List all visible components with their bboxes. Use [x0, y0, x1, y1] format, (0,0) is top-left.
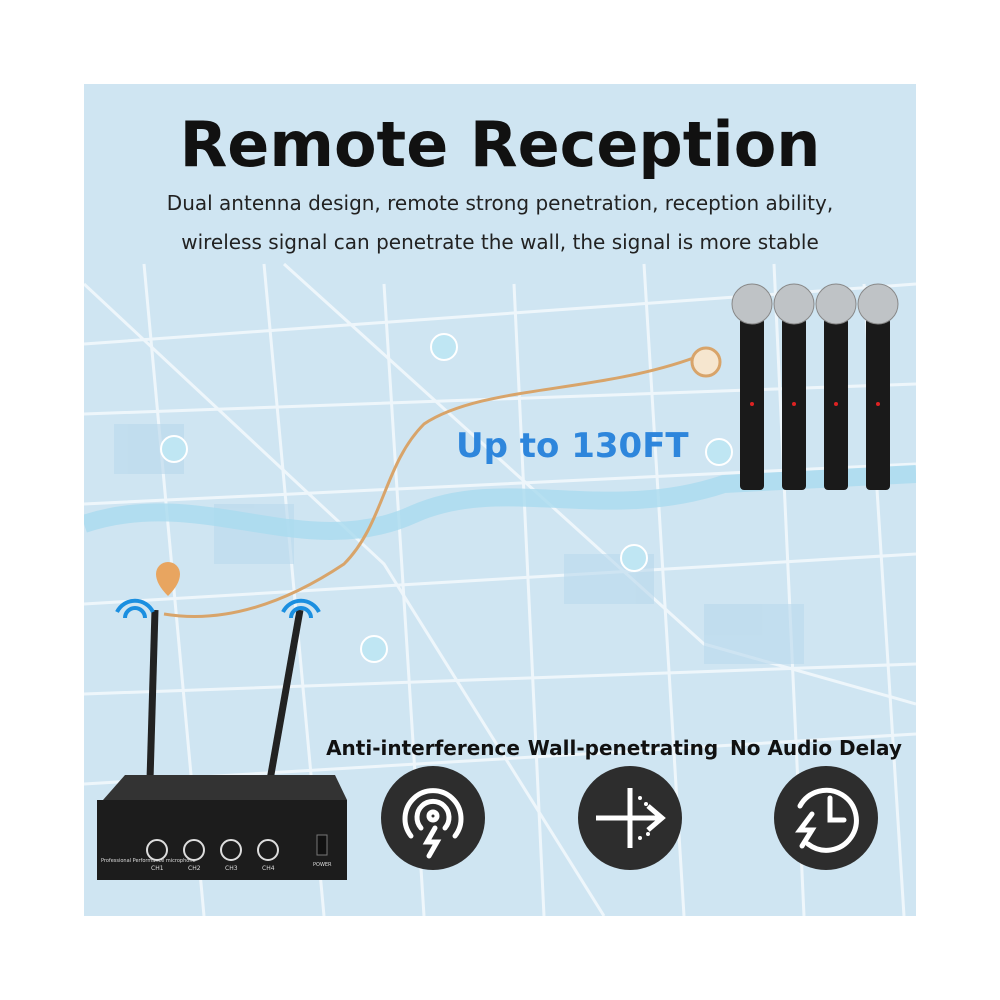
microphone: [773, 283, 815, 490]
ch3-label: CH3: [225, 865, 238, 872]
microphone: [731, 283, 773, 490]
ch1-label: CH1: [151, 865, 164, 872]
receiver-image: Professional Performance microphone CH1 …: [97, 598, 347, 880]
power-label: POWER: [313, 862, 332, 868]
subtitle-line-1: Dual antenna design, remote strong penet…: [166, 191, 834, 215]
city-map-background: [84, 262, 916, 916]
microphone: [815, 283, 857, 490]
signal-lightning-icon: [381, 766, 485, 870]
wifi-icon: [115, 598, 321, 619]
route-line: [163, 352, 705, 618]
shopping-bag-icon: [160, 435, 188, 463]
arrow-through-wall-icon: [578, 766, 682, 870]
ch2-label: CH2: [188, 865, 201, 872]
map-pin-icon: [156, 562, 180, 596]
clock-lightning-icon: [774, 766, 878, 870]
ch4-label: CH4: [262, 865, 275, 872]
feature-label-wall-penetrating: Wall-penetrating: [527, 736, 719, 760]
feature-label-anti-interference: Anti-interference: [326, 736, 520, 760]
feature-label-no-audio-delay: No Audio Delay: [730, 736, 902, 760]
brand-text: Professional Performance microphone: [101, 858, 196, 864]
microphone: [857, 283, 899, 490]
hospital-icon: [360, 635, 388, 663]
river: [84, 465, 916, 541]
subtitle-line-2: wireless signal can penetrate the wall, …: [181, 230, 819, 254]
cart-icon: [705, 438, 733, 466]
leaf-icon: [620, 544, 648, 572]
location-icon: [430, 333, 458, 361]
range-label: Up to 130FT: [456, 426, 689, 466]
page-title: Remote Reception: [179, 108, 821, 181]
home-pin-icon: [690, 346, 722, 378]
microphones-image: [731, 283, 899, 490]
